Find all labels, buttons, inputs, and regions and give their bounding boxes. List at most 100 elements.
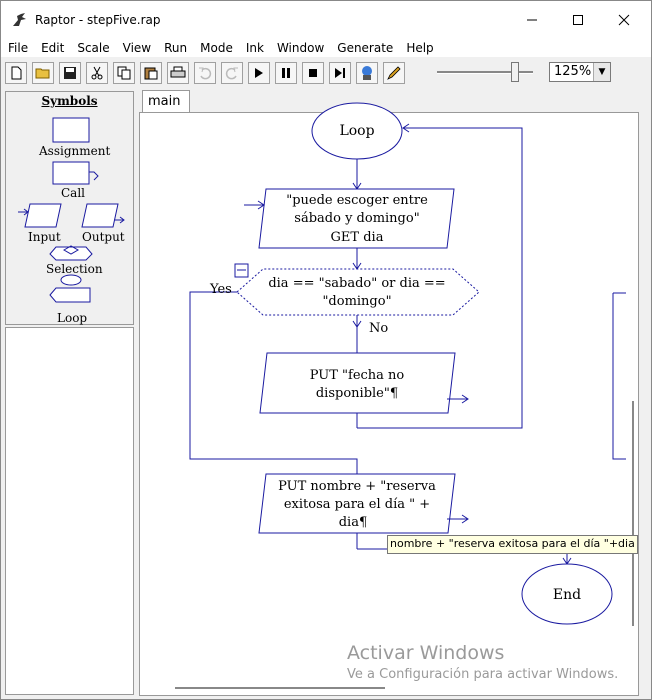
pause-icon — [282, 68, 290, 78]
symbols-heading: Symbols — [41, 94, 98, 108]
decision-text-line1: dia == "sabado" or dia == — [268, 276, 445, 291]
input-text-line1: "puede escoger entre — [286, 193, 428, 208]
menu-run[interactable]: Run — [164, 41, 188, 55]
put-fecha-line1: PUT "fecha no — [310, 368, 405, 383]
menu-generate[interactable]: Generate — [337, 41, 394, 55]
zoom-value: 125% — [554, 64, 592, 79]
loop-body-icon — [49, 287, 91, 303]
input-entry-arrow — [244, 200, 265, 210]
loop-symbol[interactable] — [60, 274, 82, 286]
end-oval-label: End — [553, 587, 581, 603]
scissors-icon — [91, 66, 103, 80]
new-button[interactable] — [5, 62, 27, 84]
folder-icon — [35, 68, 50, 79]
assignment-label: Assignment — [39, 144, 111, 158]
no-label: No — [369, 321, 388, 336]
paste-icon — [144, 67, 158, 80]
copy-button[interactable] — [113, 62, 135, 84]
test-server-button[interactable] — [356, 62, 378, 84]
call-arrow-icon — [89, 171, 99, 181]
step-icon — [335, 68, 345, 78]
zoom-select[interactable]: 125% ▼ — [549, 62, 611, 82]
save-button[interactable] — [59, 62, 81, 84]
put-nombre-line1: PUT nombre + "reserva — [278, 479, 436, 494]
end-oval[interactable] — [521, 563, 613, 625]
window-title: Raptor - stepFive.rap — [35, 13, 161, 27]
minimize-button[interactable] — [509, 1, 555, 39]
menu-file[interactable]: File — [8, 41, 29, 55]
yes-label: Yes — [209, 282, 232, 297]
undo-button[interactable] — [194, 62, 216, 84]
put-nombre-line2: exitosa para el día " + — [284, 497, 430, 512]
output-symbol[interactable] — [81, 203, 119, 228]
zoom-slider-track[interactable] — [437, 71, 533, 74]
ink-pen-button[interactable] — [383, 62, 405, 84]
output-exit-arrow — [447, 394, 469, 404]
input-parallelogram[interactable] — [258, 188, 455, 249]
call-symbol[interactable] — [52, 161, 90, 185]
copy-icon — [117, 66, 131, 80]
input-label: Input — [28, 230, 61, 244]
chevron-down-icon[interactable]: ▼ — [593, 63, 610, 81]
activation-watermark-title: Activar Windows — [347, 642, 505, 664]
input-text-line2: sábado y domingo" — [294, 211, 419, 226]
server-icon — [362, 66, 372, 80]
play-icon — [255, 68, 263, 78]
menu-window[interactable]: Window — [276, 41, 325, 55]
redo-button[interactable] — [221, 62, 243, 84]
menu-help[interactable]: Help — [406, 41, 434, 55]
loop-label: Loop — [57, 311, 88, 325]
menu-edit[interactable]: Edit — [41, 41, 65, 55]
minimize-icon — [527, 19, 537, 21]
toolbar — [1, 58, 651, 88]
arrow-head — [402, 123, 410, 133]
arrow-head — [352, 320, 362, 328]
print-button[interactable] — [167, 62, 189, 84]
output-label: Output — [82, 230, 125, 244]
loop-oval-label: Loop — [339, 123, 374, 139]
execute-button[interactable] — [248, 62, 270, 84]
maximize-button[interactable] — [555, 1, 601, 39]
cut-button[interactable] — [86, 62, 108, 84]
partial-shape-right — [612, 292, 626, 460]
pause-button[interactable] — [275, 62, 297, 84]
printer-icon — [170, 66, 186, 78]
maximize-icon — [573, 15, 583, 25]
activation-watermark-subtitle: Ve a Configuración para activar Windows. — [347, 667, 619, 682]
input-symbol[interactable] — [24, 203, 62, 228]
menu-mode[interactable]: Mode — [200, 41, 233, 55]
stop-icon — [309, 69, 317, 77]
paste-button[interactable] — [140, 62, 162, 84]
tooltip: nombre + "reserva exitosa para el día "+… — [387, 535, 638, 554]
menu-bar: File Edit Scale View Run Mode Ink Window… — [1, 39, 651, 57]
vertical-scrollbar[interactable] — [632, 401, 634, 626]
close-icon — [618, 14, 630, 26]
output-arrow-icon — [114, 216, 125, 224]
put-fecha-line2: disponible"¶ — [316, 386, 398, 401]
assignment-symbol[interactable] — [52, 117, 90, 143]
call-label: Call — [61, 186, 86, 200]
open-button[interactable] — [32, 62, 54, 84]
decision-hexagon[interactable] — [236, 268, 480, 316]
zoom-slider-thumb[interactable] — [511, 62, 519, 82]
tab-main[interactable]: main — [142, 90, 190, 112]
title-bar[interactable]: Raptor - stepFive.rap — [1, 1, 651, 39]
menu-scale[interactable]: Scale — [77, 41, 110, 55]
stop-button[interactable] — [302, 62, 324, 84]
menu-ink[interactable]: Ink — [245, 41, 264, 55]
save-icon — [64, 67, 76, 79]
step-button[interactable] — [329, 62, 351, 84]
pen-icon — [387, 66, 401, 80]
symbols-panel: Symbols Assignment Call Input Output Sel… — [5, 91, 134, 325]
raptor-app-icon — [13, 13, 26, 26]
output-exit-arrow — [447, 514, 469, 524]
close-button[interactable] — [601, 1, 647, 39]
put-nombre-parallelogram[interactable] — [258, 473, 456, 534]
put-fecha-parallelogram[interactable] — [259, 352, 456, 414]
put-nombre-line3: dia¶ — [339, 515, 368, 530]
selection-diamond-icon — [62, 245, 80, 255]
menu-view[interactable]: View — [122, 41, 152, 55]
horizontal-scrollbar[interactable] — [175, 687, 385, 689]
